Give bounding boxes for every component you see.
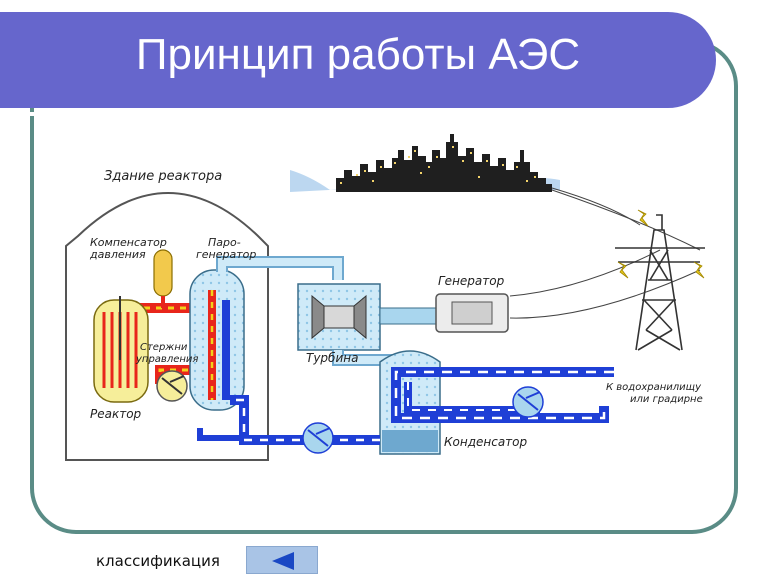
label-reservoir-2: или градирне (630, 394, 703, 405)
label-pressurizer-1: Компенсатор (90, 236, 167, 249)
label-control-rods-1: Стержни (140, 342, 188, 353)
back-button[interactable] (246, 546, 318, 574)
turbine-shaft (379, 307, 437, 325)
classification-link-label: классификация (96, 552, 220, 570)
label-condenser: Конденсатор (444, 435, 528, 449)
left-triangle-icon (272, 552, 294, 570)
label-control-rods-2: управления (135, 354, 198, 365)
page-title: Принцип работы АЭС (135, 30, 581, 79)
pylon-icon (615, 214, 705, 351)
generator (435, 293, 509, 333)
label-reservoir-1: К водохранилищу (606, 382, 702, 393)
cooling-water-loop (391, 367, 614, 423)
reactor-building (65, 192, 269, 461)
label-steam-generator-1: Паро- (208, 236, 241, 249)
label-reactor: Реактор (90, 407, 142, 421)
title-underline (0, 112, 684, 116)
label-steam-generator-2: генератор (196, 248, 256, 261)
primary-pump-icon (156, 370, 188, 402)
label-reactor-building: Здание реактора (104, 169, 222, 184)
city-skyline (290, 134, 560, 192)
steam-generator (189, 269, 245, 411)
feedwater-pump-icon (302, 422, 334, 454)
lightning-icon (617, 209, 705, 279)
label-turbine: Турбина (306, 351, 358, 365)
label-pressurizer-2: давления (89, 248, 146, 261)
label-generator: Генератор (438, 274, 505, 288)
feedwater-loop (197, 395, 380, 445)
power-lines (509, 187, 701, 319)
turbine (297, 283, 381, 351)
pressurizer (153, 249, 173, 308)
title-bar (0, 12, 716, 116)
cooling-pump-icon (512, 386, 544, 418)
